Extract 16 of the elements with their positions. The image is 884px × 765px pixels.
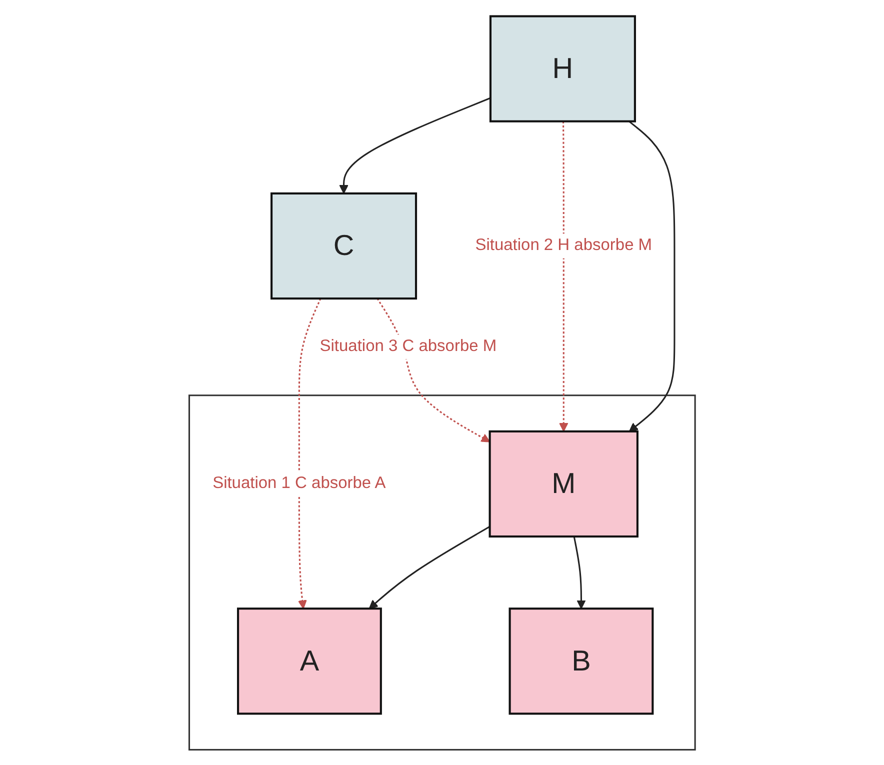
node-box: M	[488, 430, 638, 538]
edge-label: Situation 1 C absorbe A	[212, 474, 386, 492]
arrow	[573, 536, 586, 609]
arrow	[339, 96, 491, 194]
arrow	[558, 120, 568, 432]
node-box: A	[236, 607, 382, 714]
cluster	[188, 394, 696, 750]
node-box: B	[508, 607, 654, 714]
arrow	[376, 298, 490, 442]
node-box: H	[489, 14, 636, 122]
node-box: C	[270, 192, 417, 300]
arrow	[368, 525, 490, 609]
arrow	[298, 298, 322, 609]
arrow	[628, 120, 676, 432]
edge-label: Situation 2 H absorbe M	[475, 236, 652, 254]
edge-label: Situation 3 C absorbe M	[320, 337, 496, 355]
